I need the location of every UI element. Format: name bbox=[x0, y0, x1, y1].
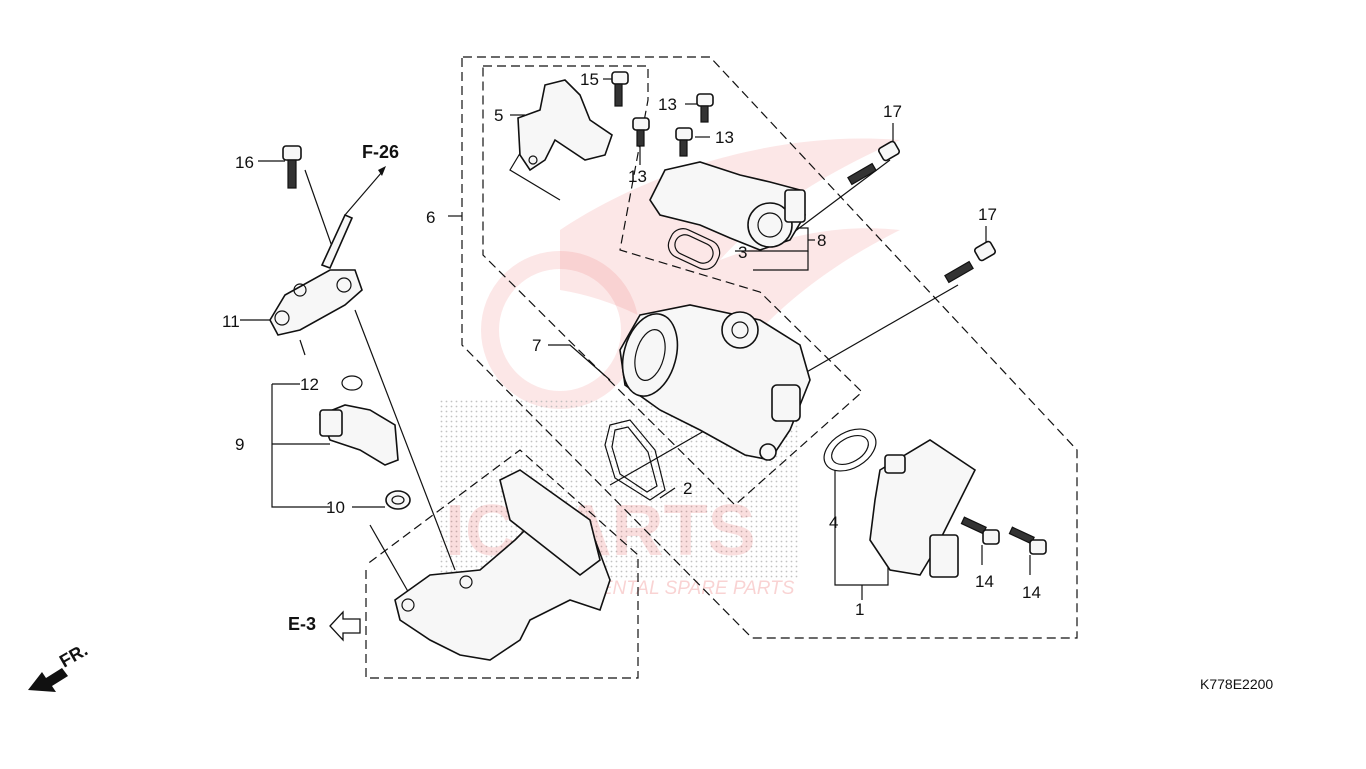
callout-11: 11 bbox=[222, 312, 240, 331]
callout-2: 2 bbox=[683, 479, 692, 498]
callout-17-a: 17 bbox=[883, 102, 902, 121]
callout-8: 8 bbox=[817, 231, 826, 250]
callout-13-c: 13 bbox=[628, 167, 647, 186]
callout-16: 16 bbox=[235, 153, 254, 172]
boundary-manifold bbox=[365, 449, 639, 679]
bracket-part-5 bbox=[517, 79, 613, 172]
callout-15: 15 bbox=[580, 70, 599, 89]
gasket-part-2 bbox=[604, 419, 666, 501]
fuel-holder-part-11 bbox=[269, 213, 363, 336]
callout-5: 5 bbox=[494, 106, 503, 125]
oring-part-3 bbox=[667, 228, 721, 270]
callout-13-a: 13 bbox=[658, 95, 677, 114]
intake-manifold bbox=[394, 469, 611, 661]
reference-engine-label: E-3 bbox=[288, 614, 316, 634]
callout-10: 10 bbox=[326, 498, 345, 517]
bolt-part-14-a bbox=[960, 516, 1000, 545]
callout-1: 1 bbox=[855, 600, 864, 619]
front-label: FR. bbox=[56, 640, 91, 672]
callout-14-a: 14 bbox=[975, 572, 994, 591]
arrow-fuel-icon bbox=[378, 166, 386, 176]
oring-part-4 bbox=[823, 428, 877, 472]
reference-fuel-label: F-26 bbox=[362, 142, 399, 162]
callout-9: 9 bbox=[235, 435, 244, 454]
callout-12: 12 bbox=[300, 375, 319, 394]
bolt-part-16 bbox=[282, 145, 302, 189]
bolt-part-13-b bbox=[675, 127, 693, 157]
seal-part-10 bbox=[385, 490, 411, 510]
injector-part-9 bbox=[318, 404, 399, 466]
bolt-part-17-b bbox=[944, 240, 996, 284]
bolt-part-15 bbox=[611, 71, 629, 107]
callout-13-b: 13 bbox=[715, 128, 734, 147]
boundary-assembly-7 bbox=[482, 65, 863, 506]
watermark-wing-icon bbox=[560, 138, 900, 380]
bolt-part-14-b bbox=[1008, 526, 1047, 555]
diagram-code: K778E2200 bbox=[1200, 676, 1273, 692]
callouts: 1 2 3 4 5 6 7 8 9 10 11 12 13 13 13 14 1… bbox=[222, 70, 1041, 619]
callout-4: 4 bbox=[829, 513, 838, 532]
callout-6: 6 bbox=[426, 208, 435, 227]
sensor-part-8 bbox=[649, 161, 806, 251]
reference-arrows bbox=[28, 166, 386, 692]
throttle-body-part-7 bbox=[619, 304, 811, 461]
boundary-assembly-6 bbox=[461, 56, 1078, 639]
callout-14-b: 14 bbox=[1022, 583, 1041, 602]
assembly-boundaries bbox=[365, 56, 1078, 679]
bolt-part-17-a bbox=[847, 140, 900, 186]
sensor-part-1 bbox=[869, 439, 977, 578]
leader-lines bbox=[240, 78, 1031, 600]
front-arrow-icon bbox=[28, 668, 68, 692]
arrow-engine-icon bbox=[329, 610, 361, 642]
callout-7: 7 bbox=[532, 336, 541, 355]
callout-17-b: 17 bbox=[978, 205, 997, 224]
seal-part-12 bbox=[341, 375, 363, 391]
callout-3: 3 bbox=[738, 243, 747, 262]
bolt-part-13-c bbox=[632, 117, 650, 147]
bolt-part-13-a bbox=[696, 93, 714, 123]
